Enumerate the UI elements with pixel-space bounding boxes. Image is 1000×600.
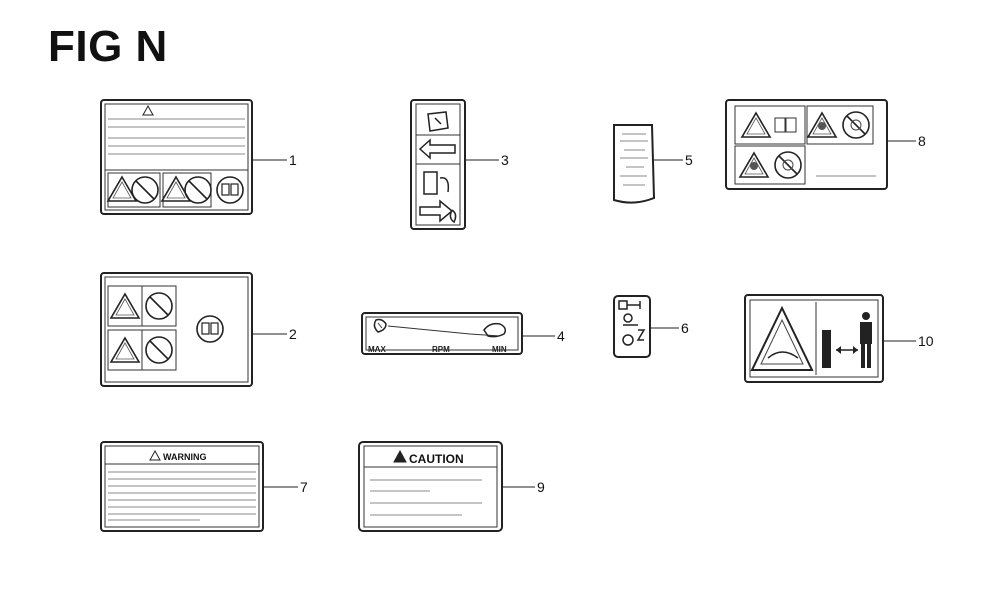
callout-5: 5 — [685, 152, 693, 168]
callout-8: 8 — [918, 133, 926, 149]
callout-2: 2 — [289, 326, 297, 342]
callout-10: 10 — [918, 333, 934, 349]
decal-3 — [410, 99, 466, 230]
decal-4: MAX RPM MIN — [361, 312, 523, 355]
callout-4: 4 — [557, 328, 565, 344]
decal-9: CAUTION — [358, 441, 503, 532]
figure-title: FIG N — [48, 22, 168, 71]
decal-5 — [613, 124, 656, 204]
decal-1 — [100, 99, 253, 215]
callout-6: 6 — [681, 320, 689, 336]
decal-10 — [744, 294, 884, 383]
throttle-min-label: MIN — [492, 345, 507, 354]
throttle-rpm-label: RPM — [432, 345, 450, 354]
callout-1: 1 — [289, 152, 297, 168]
decal-2 — [100, 272, 253, 387]
caution-heading: CAUTION — [409, 452, 464, 466]
decal-6 — [613, 295, 651, 358]
throttle-max-label: MAX — [368, 345, 386, 354]
warning-heading: WARNING — [163, 452, 207, 462]
callout-9: 9 — [537, 479, 545, 495]
callout-3: 3 — [501, 152, 509, 168]
callout-7: 7 — [300, 479, 308, 495]
decal-7: WARNING — [100, 441, 264, 532]
decal-8 — [725, 99, 888, 190]
